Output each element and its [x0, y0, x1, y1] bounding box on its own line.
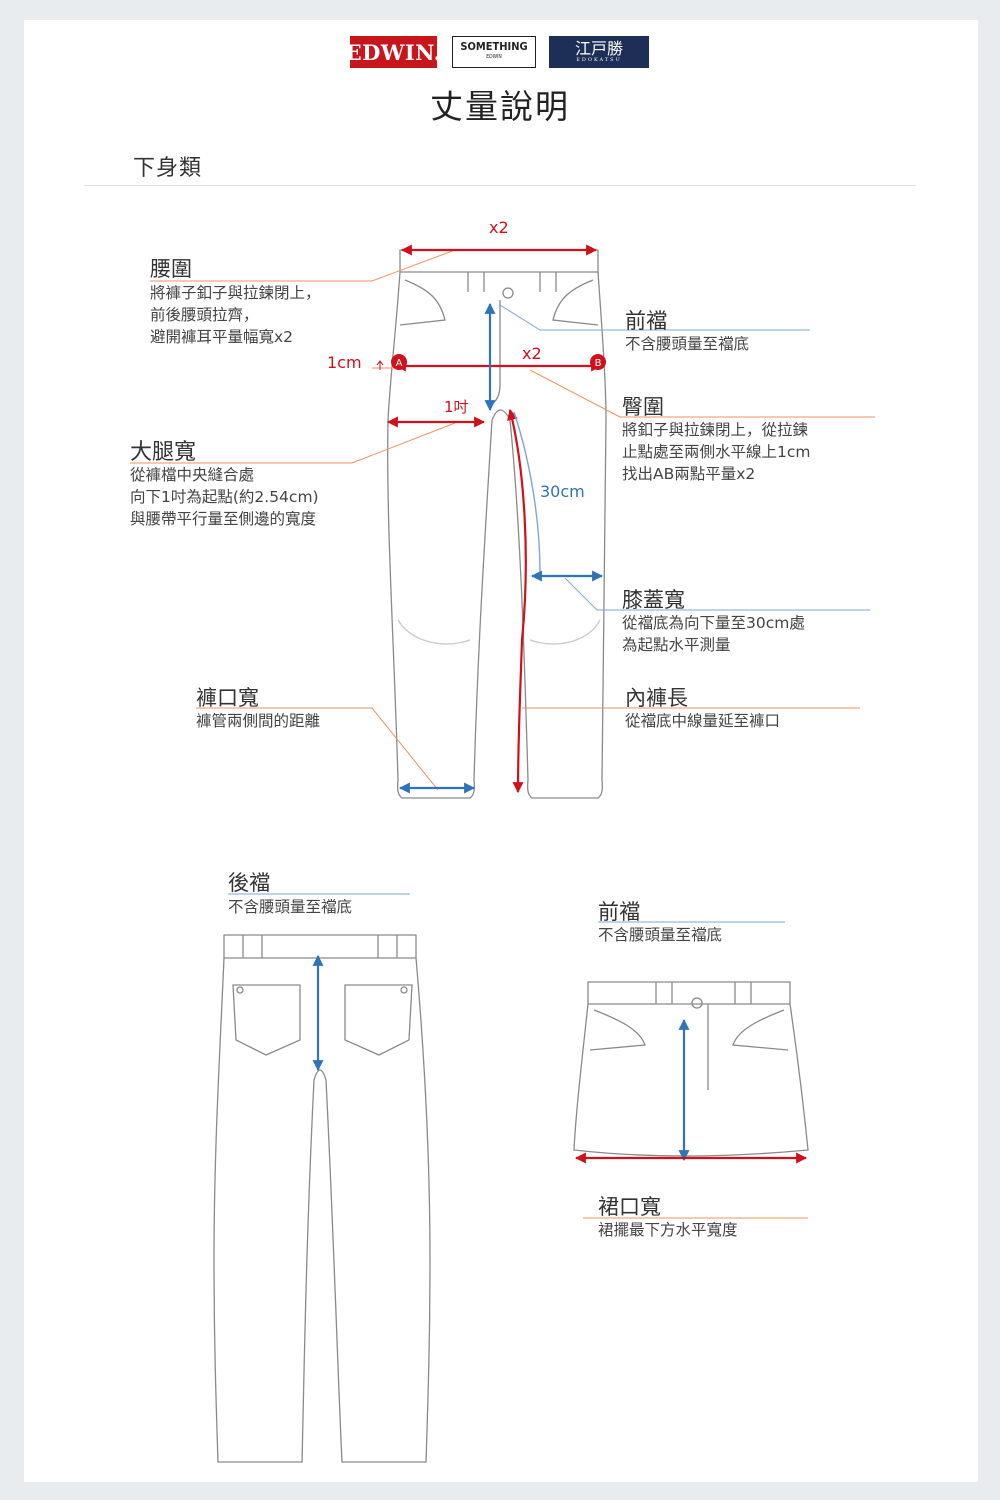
back-pants-drawing — [213, 934, 431, 1463]
knee-desc: 從襠底為向下量至30cm處 為起點水平測量 — [622, 614, 805, 654]
inseam-desc: 從襠底中線量延至褲口 — [625, 712, 781, 730]
front-rise-desc: 不含腰頭量至襠底 — [625, 335, 750, 353]
skirt-front-rise-label: 前襠 — [598, 900, 640, 924]
waist-x2-mark: x2 — [489, 218, 509, 237]
front-pants-drawing — [387, 249, 607, 799]
thirty-cm-guide — [513, 411, 541, 573]
hip-desc: 將釦子與拉鍊閉上，從拉鍊 止點處至兩側水平線上1cm 找出AB兩點平量x2 — [622, 421, 811, 483]
measurement-arrows — [312, 244, 808, 1164]
hem-desc: 褲管兩側間的距離 — [196, 712, 321, 730]
hip-x2-mark: x2 — [522, 344, 542, 363]
edwin-logo: EDWIN. — [346, 36, 441, 68]
waist-desc: 將褲子釦子與拉鍊閉上， 前後腰頭拉齊， 避開褲耳平量幅寬x2 — [150, 284, 321, 346]
size-guide-card — [24, 20, 978, 1482]
one-cm-mark: 1cm — [327, 353, 362, 372]
section-divider — [84, 185, 916, 186]
hem-label: 褲口寬 — [196, 686, 259, 710]
inseam-label: 內褲長 — [625, 686, 688, 710]
point-a-marker — [391, 354, 407, 370]
skirt-hem-label: 裙口寬 — [598, 1195, 661, 1219]
knee-label: 膝蓋寬 — [622, 588, 685, 612]
point-b-label: B — [595, 358, 602, 369]
page-title: 丈量說明 — [430, 87, 570, 126]
back-rise-desc: 不含腰頭量至襠底 — [228, 898, 353, 916]
leader-lines — [130, 249, 875, 791]
point-b-marker — [590, 354, 606, 370]
back-rise-label: 後襠 — [228, 871, 270, 895]
point-a-label: A — [396, 358, 403, 369]
skirt-drawing — [573, 981, 809, 1157]
thigh-desc: 從褲檔中央縫合處 向下1吋為起點(約2.54cm) 與腰帶平行量至側邊的寬度 — [130, 466, 319, 528]
skirt-front-rise-desc: 不含腰頭量至襠底 — [598, 926, 723, 944]
blue-leader-lines — [228, 304, 870, 923]
thigh-label: 大腿寬 — [130, 440, 197, 465]
front-rise-label: 前襠 — [625, 309, 667, 333]
thirty-cm-mark: 30cm — [540, 482, 585, 501]
section-heading: 下身類 — [133, 156, 203, 181]
hip-label: 臀圍 — [622, 395, 664, 419]
waist-label: 腰圍 — [150, 257, 192, 281]
one-inch-mark: 1吋 — [444, 398, 469, 416]
inseam-arrow — [507, 408, 527, 794]
skirt-hem-desc: 裙擺最下方水平寬度 — [598, 1221, 738, 1239]
